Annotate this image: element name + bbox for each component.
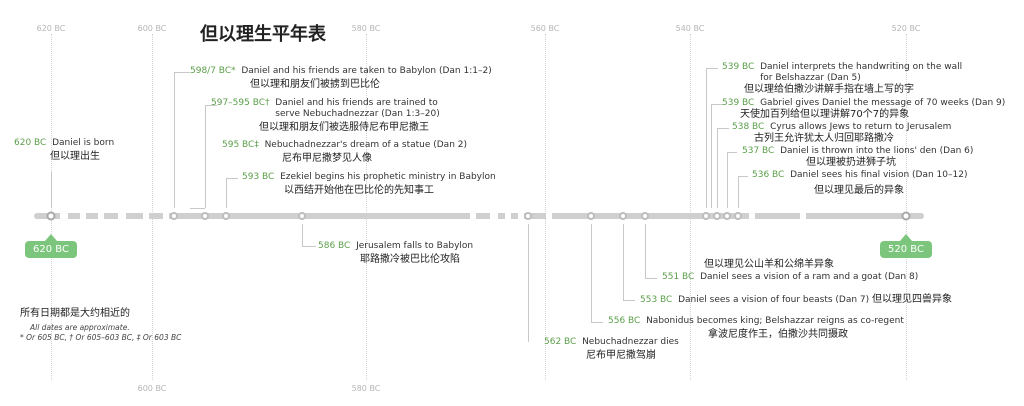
event-dot[interactable] <box>641 212 649 220</box>
event-label: 593 BC Ezekiel begins his prophetic mini… <box>242 172 496 196</box>
event-label: 539 BC Daniel interprets the handwriting… <box>722 62 963 95</box>
tick-label: 600 BC <box>137 24 167 33</box>
notes: 所有日期都是大约相近的 All dates are approximate. *… <box>20 304 181 343</box>
event-label: 597–595 BC† Daniel and his friends are t… <box>211 98 440 133</box>
grid-line <box>906 34 907 380</box>
tick-label: 540 BC <box>675 24 705 33</box>
tick-label: 620 BC <box>36 24 66 33</box>
event-label: 556 BC Nabonidus becomes king; Belshazza… <box>608 316 904 340</box>
notes-en: All dates are approximate. <box>30 323 130 332</box>
start-year-badge: 620 BC <box>25 234 77 258</box>
event-label: 586 BC Jerusalem falls to Babylon 耶路撒冷被巴… <box>318 241 474 265</box>
event-label: 620 BC Daniel is born 但以理出生 <box>14 138 115 162</box>
event-label: 但以理见公山羊和公绵羊异象 551 BC Daniel sees a visio… <box>662 259 919 282</box>
event-dot[interactable] <box>46 211 56 221</box>
event-dot[interactable] <box>298 212 306 220</box>
page-title: 但以理生平年表 <box>200 24 326 45</box>
event-label: 538 BC Cyrus allows Jews to return to Je… <box>732 122 952 144</box>
event-dot[interactable] <box>524 212 532 220</box>
grid-line <box>690 34 691 380</box>
grid-line <box>366 34 367 380</box>
event-dot[interactable] <box>619 212 627 220</box>
event-label: 539 BC Gabriel gives Daniel the message … <box>722 98 1006 120</box>
end-year-badge: 520 BC <box>880 234 932 258</box>
notes-footnotes: * Or 605 BC, † Or 605–603 BC, ‡ Or 603 B… <box>20 333 182 342</box>
tick-label: 560 BC <box>530 24 560 33</box>
event-label: 536 BC Daniel sees his final vision (Dan… <box>752 170 968 196</box>
event-dot[interactable] <box>713 212 721 220</box>
event-label: 553 BC Daniel sees a vision of four beas… <box>640 294 953 305</box>
event-label: 598/7 BC* Daniel and his friends are tak… <box>190 66 492 90</box>
tick-label: 580 BC <box>351 384 381 393</box>
tick-label: 580 BC <box>351 24 381 33</box>
event-dot[interactable] <box>201 212 209 220</box>
event-dot[interactable] <box>723 212 731 220</box>
tick-label: 600 BC <box>137 384 167 393</box>
event-label: 562 BC Nebuchadnezzar dies 尼布甲尼撒驾崩 <box>544 337 679 361</box>
event-dot[interactable] <box>170 212 178 220</box>
event-label: 537 BC Daniel is thrown into the lions' … <box>742 146 974 168</box>
event-dot[interactable] <box>222 212 230 220</box>
grid-line <box>152 34 153 380</box>
tick-label: 520 BC <box>891 24 921 33</box>
event-dot[interactable] <box>702 212 710 220</box>
event-dot[interactable] <box>734 212 742 220</box>
event-label: 595 BC‡ Nebuchadnezzar's dream of a stat… <box>222 140 468 164</box>
event-dot[interactable] <box>587 212 595 220</box>
event-dot[interactable] <box>901 211 911 221</box>
notes-zh: 所有日期都是大约相近的 <box>20 308 130 319</box>
grid-line <box>545 34 546 380</box>
timeline-axis <box>34 213 924 219</box>
